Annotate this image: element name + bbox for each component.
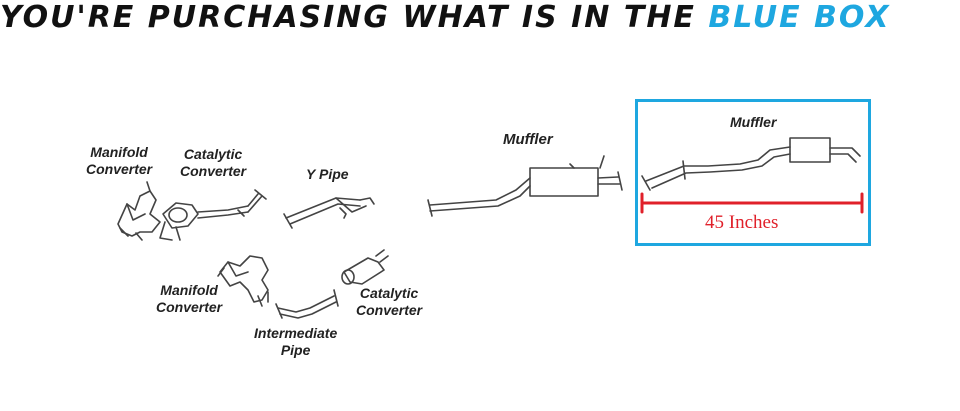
label-catalytic-converter-bottom: Catalytic Converter xyxy=(356,285,422,319)
manifold-converter-top-part xyxy=(117,181,161,241)
blue-box xyxy=(635,99,871,246)
label-manifold-converter-bottom: Manifold Converter xyxy=(156,282,222,316)
muffler-main-part xyxy=(427,155,623,217)
muffler-bluebox-part xyxy=(641,137,861,191)
headline: YOU'RE PURCHASING WHAT IS IN THE BLUE BO… xyxy=(0,0,960,40)
label-intermediate-pipe: Intermediate Pipe xyxy=(254,325,337,359)
label-line: Catalytic xyxy=(183,146,243,162)
label-line: Manifold xyxy=(90,144,148,160)
label-muffler-bluebox: Muffler xyxy=(730,114,777,130)
label-line: Pipe xyxy=(280,342,311,358)
catalytic-converter-top-part xyxy=(159,189,267,241)
label-line: Converter xyxy=(86,161,153,177)
label-line: Converter xyxy=(180,163,247,179)
measurement-line xyxy=(640,192,864,214)
label-y-pipe: Y Pipe xyxy=(306,166,349,182)
headline-prefix: YOU'RE PURCHASING WHAT IS IN THE xyxy=(0,0,696,35)
label-line: Catalytic xyxy=(359,285,419,301)
measurement-label: 45 Inches xyxy=(705,212,779,233)
catalytic-converter-bottom-part xyxy=(341,249,389,285)
label-line: Intermediate xyxy=(254,325,338,341)
label-line: Converter xyxy=(356,302,423,318)
manifold-converter-bottom-part xyxy=(217,255,269,307)
label-manifold-converter-top: Manifold Converter xyxy=(86,144,152,178)
label-line: Converter xyxy=(156,299,223,315)
y-pipe-part xyxy=(283,197,375,229)
label-line: Manifold xyxy=(160,282,218,298)
label-muffler-main: Muffler xyxy=(503,131,553,148)
intermediate-pipe-part xyxy=(275,289,339,319)
label-catalytic-converter-top: Catalytic Converter xyxy=(180,146,246,180)
headline-highlight: BLUE BOX xyxy=(708,0,891,35)
